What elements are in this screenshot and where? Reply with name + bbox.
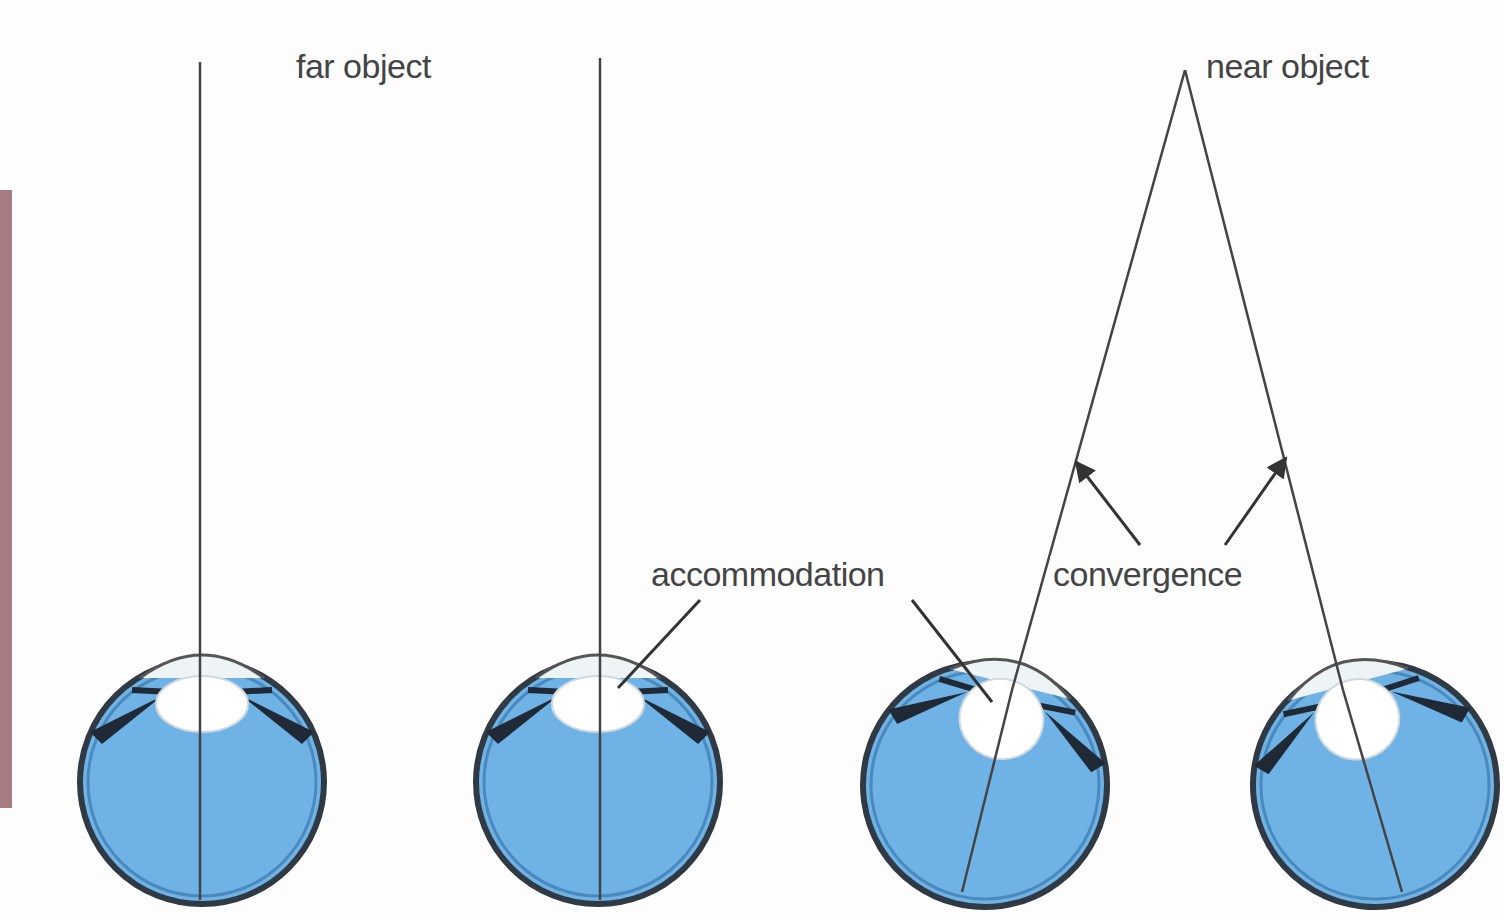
process-label: convergence [1050, 556, 1245, 593]
process-label: accommodation [648, 556, 888, 593]
eye-far-2 [476, 655, 720, 904]
leader-lines [618, 458, 1286, 702]
sight-lines [200, 58, 1402, 900]
eye-near-left [837, 632, 1134, 919]
eye-near-right [1224, 631, 1504, 919]
eye-far-1 [80, 655, 324, 904]
object-label: near object [1203, 48, 1372, 85]
side-bar [0, 190, 12, 808]
object-label: far object [293, 48, 434, 85]
